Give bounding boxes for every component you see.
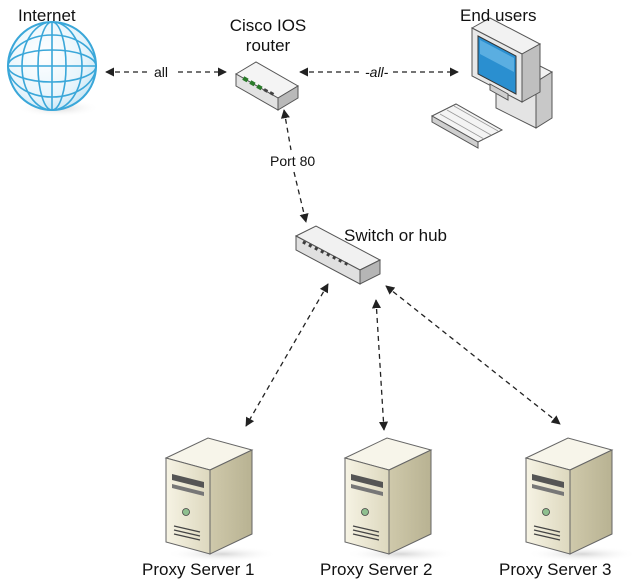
connector-router-switch [280,109,309,223]
desktop-computer-icon [430,17,554,149]
router-label: Cisco IOS router [218,16,318,55]
edge-label-router-users: -all- [363,64,391,81]
switch-icon [294,225,382,285]
connector-switch-proxy2 [371,299,389,431]
server-tower-icon [164,437,278,562]
proxy-server-1-label: Proxy Server 1 [142,560,255,579]
end-users-label: End users [460,6,537,25]
connector-switch-proxy3 [385,285,561,425]
router-label-line1: Cisco IOS [229,16,307,35]
server-tower-icon [343,437,457,562]
globe-icon [7,21,100,117]
proxy-server-3-label: Proxy Server 3 [499,560,612,579]
connector-switch-proxy1 [245,283,329,427]
proxy-server-2-label: Proxy Server 2 [320,560,433,579]
edge-label-internet-router: all [152,64,171,81]
server-tower-icon [524,437,632,562]
internet-label: Internet [18,6,76,25]
edge-label-router-switch: Port 80 [268,153,318,170]
router-label-line2: router [245,35,291,55]
router-icon [235,61,299,111]
switch-label: Switch or hub [344,226,447,245]
